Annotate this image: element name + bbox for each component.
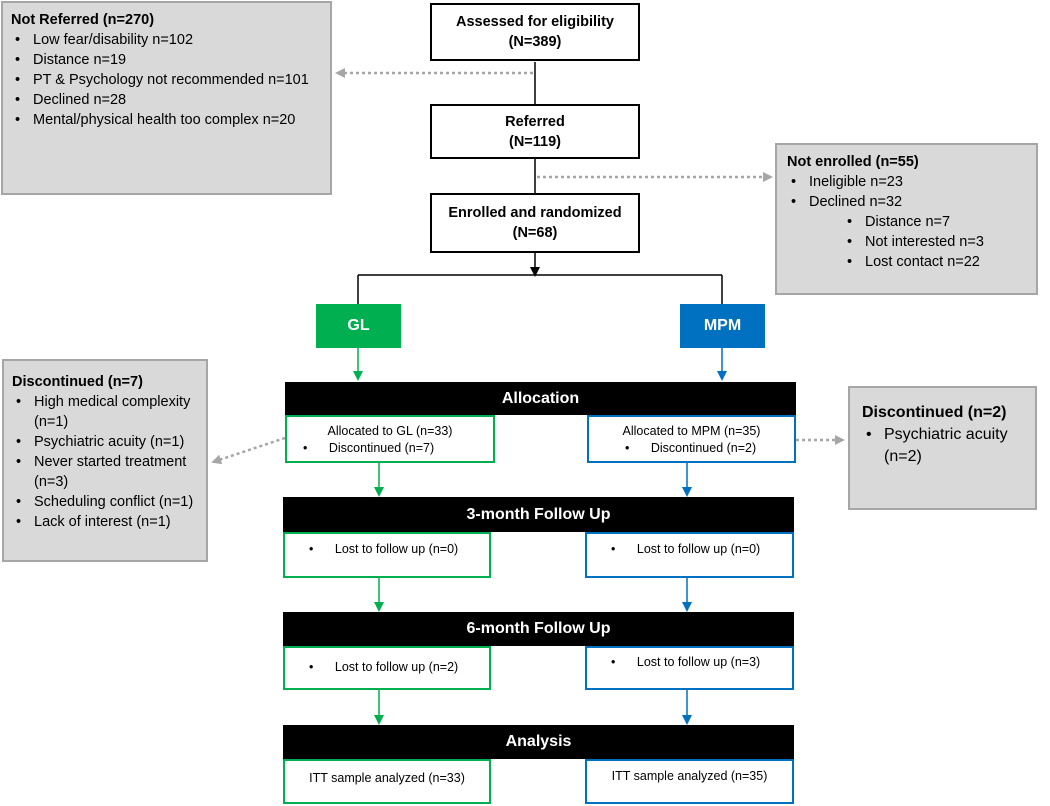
followup3-header-text: 3-month Follow Up [466, 505, 611, 523]
allocation-mpm-line1: Allocated to MPM (n=35) [622, 424, 761, 438]
list-item: Declined n=32 [787, 192, 1026, 212]
followup3-mpm-text: Lost to follow up (n=0) [636, 542, 761, 556]
list-item: Never started treatment (n=3) [12, 452, 198, 492]
followup3-mpm-box: • Lost to follow up (n=0) [585, 532, 794, 578]
discontinued-left-title: Discontinued (n=7) [12, 374, 143, 390]
list-item: Distance n=19 [11, 50, 322, 70]
allocation-gl-box: Allocated to GL (n=33) • Discontinued (n… [285, 415, 495, 463]
list-item: Mental/physical health too complex n=20 [11, 110, 322, 130]
list-item: High medical complexity (n=1) [12, 392, 198, 432]
discontinued-right-list: Psychiatric acuity (n=2) [862, 424, 1023, 468]
referred-box: Referred (N=119) [430, 104, 640, 159]
bullet: • [303, 441, 308, 455]
discontinued-left-arrow [211, 436, 286, 465]
followup6-gl-text: Lost to follow up (n=2) [334, 660, 459, 674]
mpm-arm-label: MPM [703, 317, 742, 334]
followup3-header: 3-month Follow Up [283, 497, 794, 532]
list-item: Lack of interest (n=1) [12, 512, 198, 532]
analysis-gl-box: ITT sample analyzed (n=33) [283, 759, 491, 804]
not-referred-list: Low fear/disability n=102 Distance n=19 … [11, 30, 322, 130]
assessed-title: Assessed for eligibility [456, 14, 614, 30]
allocation-mpm-box: Allocated to MPM (n=35) • Discontinued (… [587, 415, 796, 463]
followup6-mpm-text: Lost to follow up (n=3) [636, 655, 761, 669]
not-enrolled-list: Ineligible n=23 Declined n=32 [787, 172, 1026, 212]
allocation-mpm-line2-row: • Discontinued (n=2) [595, 440, 788, 457]
discontinued-left-box: Discontinued (n=7) High medical complexi… [2, 359, 208, 562]
bullet: • [611, 655, 616, 669]
followup6-gl-row: • Lost to follow up (n=2) [291, 659, 483, 676]
assessed-box: Assessed for eligibility (N=389) [430, 3, 640, 61]
allocation-header-text: Allocation [501, 389, 580, 407]
list-item: Declined n=28 [11, 90, 322, 110]
bullet: • [625, 441, 630, 455]
not-enrolled-box: Not enrolled (n=55) Ineligible n=23 Decl… [775, 143, 1038, 295]
followup6-header: 6-month Follow Up [283, 612, 794, 646]
analysis-header-text: Analysis [505, 733, 572, 750]
not-enrolled-title: Not enrolled (n=55) [787, 154, 919, 170]
gl-arm-label: GL [347, 317, 370, 334]
list-item: Psychiatric acuity (n=1) [12, 432, 198, 452]
allocation-gl-line2-row: • Discontinued (n=7) [293, 440, 487, 457]
list-item: Distance n=7 [843, 212, 1026, 232]
list-item: Ineligible n=23 [787, 172, 1026, 192]
discontinued-right-box: Discontinued (n=2) Psychiatric acuity (n… [848, 386, 1037, 510]
followup6-gl-box: • Lost to follow up (n=2) [283, 646, 491, 690]
enrolled-count: (N=68) [512, 225, 558, 241]
analysis-mpm-text: ITT sample analyzed (n=35) [611, 769, 768, 783]
enrolled-box: Enrolled and randomized (N=68) [430, 193, 640, 253]
allocation-mpm-line2: Discontinued (n=2) [650, 441, 757, 455]
not-referred-title: Not Referred (n=270) [11, 12, 155, 28]
list-item: PT & Psychology not recommended n=101 [11, 70, 322, 90]
enrolled-title: Enrolled and randomized [448, 205, 622, 221]
discontinued-right-title: Discontinued (n=2) [862, 404, 1007, 421]
analysis-header: Analysis [283, 725, 794, 759]
followup6-header-text: 6-month Follow Up [466, 620, 611, 637]
gl-arm-box: GL [316, 304, 401, 348]
discontinued-left-list: High medical complexity (n=1) Psychiatri… [12, 392, 198, 532]
bullet: • [611, 542, 616, 556]
list-item: Lost contact n=22 [843, 252, 1026, 272]
followup6-mpm-row: • Lost to follow up (n=3) [593, 654, 786, 671]
not-referred-box: Not Referred (n=270) Low fear/disability… [1, 1, 332, 195]
allocation-gl-line1: Allocated to GL (n=33) [327, 424, 453, 438]
analysis-mpm-box: ITT sample analyzed (n=35) [585, 759, 794, 804]
bullet: • [309, 660, 314, 674]
bullet: • [309, 542, 314, 556]
not-enrolled-sublist: Distance n=7 Not interested n=3 Lost con… [787, 212, 1026, 272]
allocation-gl-line2: Discontinued (n=7) [328, 441, 435, 455]
list-item: Scheduling conflict (n=1) [12, 492, 198, 512]
list-item: Psychiatric acuity (n=2) [862, 424, 1023, 468]
followup3-gl-text: Lost to follow up (n=0) [334, 542, 459, 556]
allocation-header: Allocation [285, 382, 796, 415]
list-item: Low fear/disability n=102 [11, 30, 322, 50]
assessed-count: (N=389) [508, 34, 562, 50]
followup3-mpm-row: • Lost to follow up (n=0) [593, 541, 786, 558]
referred-count: (N=119) [509, 133, 561, 150]
followup3-gl-row: • Lost to follow up (n=0) [291, 541, 483, 558]
followup3-gl-box: • Lost to follow up (n=0) [283, 532, 491, 578]
analysis-gl-text: ITT sample analyzed (n=33) [309, 771, 465, 785]
followup6-mpm-box: • Lost to follow up (n=3) [585, 646, 794, 690]
list-item: Not interested n=3 [843, 232, 1026, 252]
mpm-arm-box: MPM [680, 304, 765, 348]
referred-title: Referred [505, 113, 565, 130]
